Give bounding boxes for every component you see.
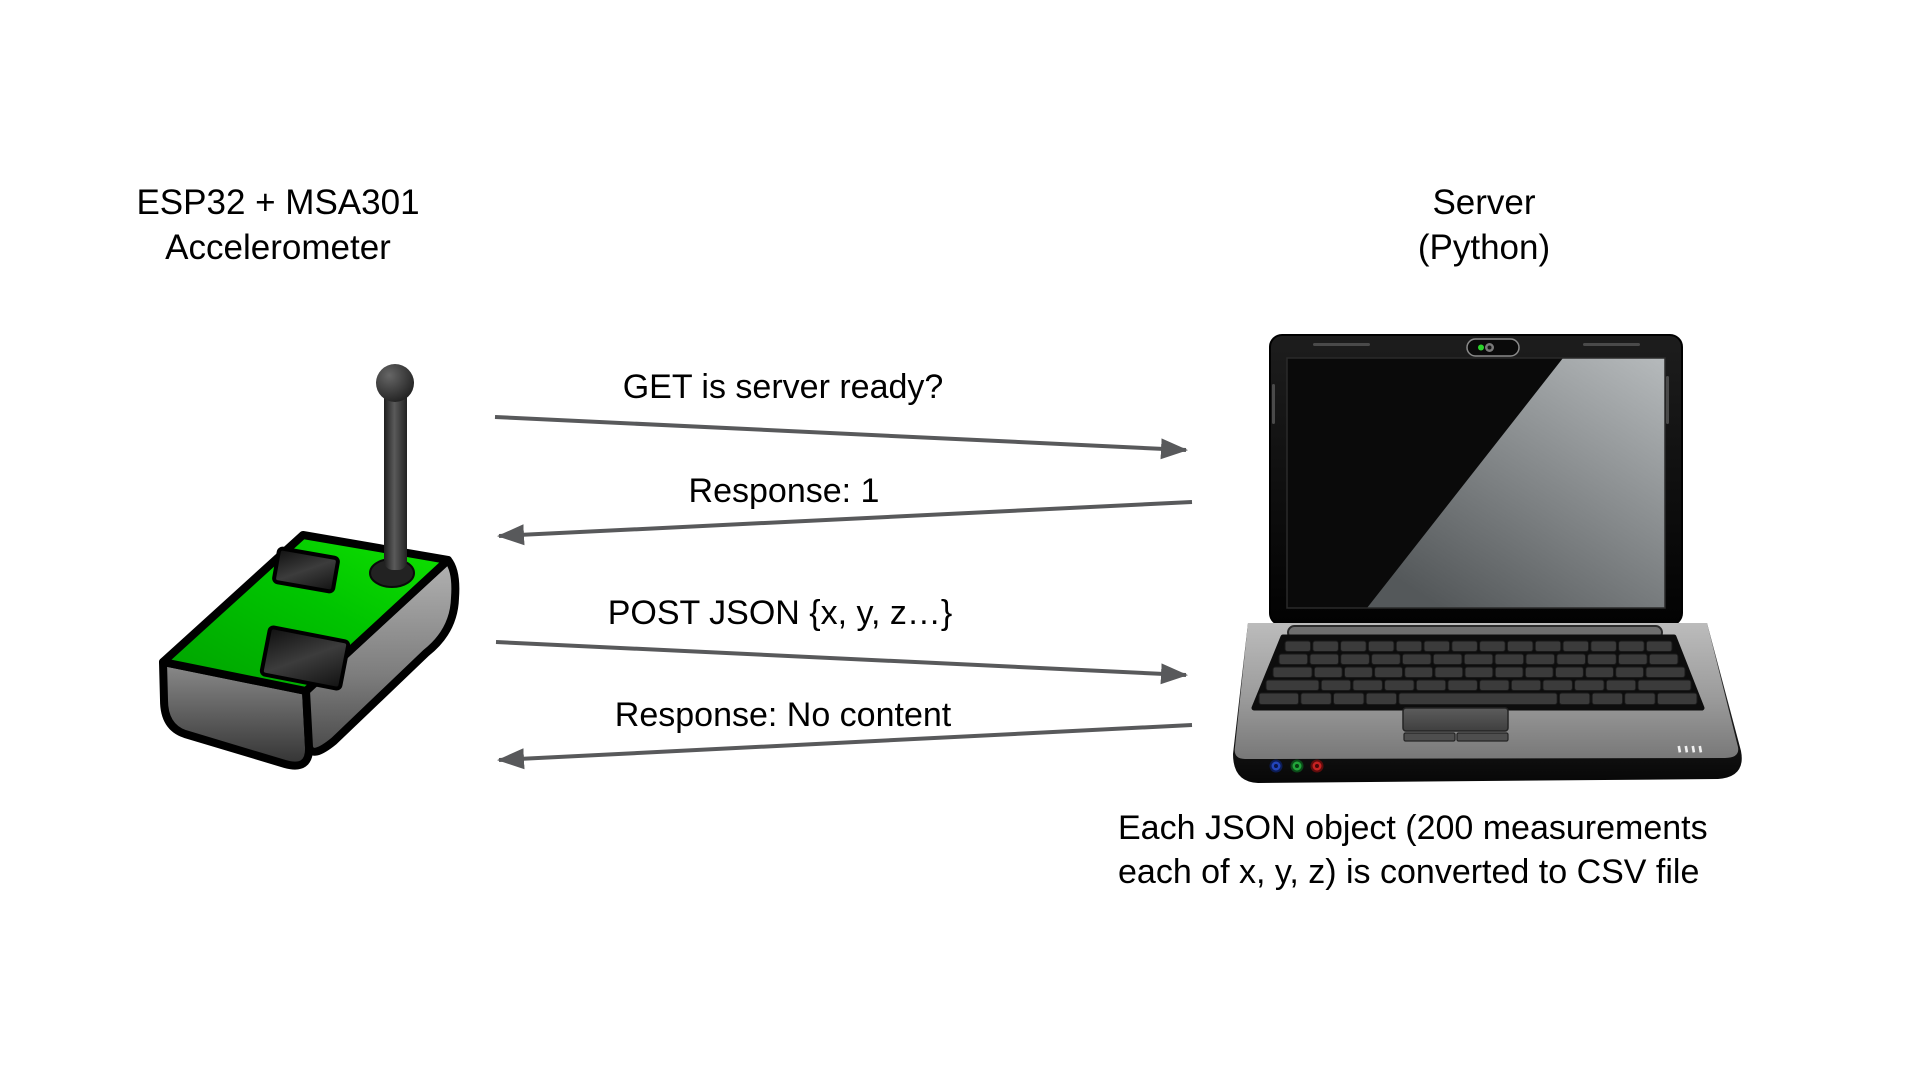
screen-gloss [1367, 358, 1665, 608]
bezel-slit-left [1272, 384, 1275, 424]
message-label-post-json: POST JSON {x, y, z…} [607, 594, 953, 632]
bezel-vent-right [1583, 343, 1640, 346]
laptop-base [1233, 623, 1742, 783]
laptop-screen [1269, 334, 1683, 626]
port-blue-hole [1274, 764, 1278, 768]
port-red-hole [1315, 764, 1319, 768]
webcam-led [1478, 344, 1484, 351]
esp32-device-illustration [125, 340, 505, 800]
device-chip-small [272, 546, 340, 594]
trackpad [1402, 707, 1509, 742]
device-right-face [302, 556, 460, 756]
arrow-get-request [494, 415, 1188, 460]
device-title-line2: Accelerometer [165, 228, 391, 267]
antenna-ball [376, 364, 414, 402]
laptop-illustration [1228, 332, 1748, 792]
message-label-response-no-content: Response: No content [614, 696, 952, 734]
server-title-line1: Server [1432, 183, 1536, 222]
message-label-get: GET is server ready? [622, 368, 944, 406]
caption-line1: Each JSON object (200 measurements [1118, 809, 1708, 847]
antenna-icon [369, 364, 415, 588]
bezel-slit-right [1666, 376, 1669, 424]
server-title-line2: (Python) [1417, 228, 1551, 267]
front-ports [1269, 759, 1324, 773]
caption: Each JSON object (200 measurements each … [1118, 806, 1708, 894]
device-chip-large [259, 625, 351, 691]
webcam-lens-center [1487, 345, 1492, 350]
screen-edge [1286, 357, 1666, 609]
laptop-icon [1233, 334, 1742, 783]
keyboard-keys [1258, 640, 1698, 705]
trackpad-button-right [1456, 732, 1509, 742]
status-ticks [1677, 745, 1703, 753]
webcam-icon [1466, 338, 1520, 357]
antenna-rod [384, 384, 407, 570]
bezel-vent-left [1313, 343, 1370, 346]
esp32-device-icon [159, 364, 460, 770]
arrow-post-json [495, 640, 1188, 685]
device-title: ESP32 + MSA301 Accelerometer [136, 180, 419, 270]
port-green-hole [1295, 764, 1299, 768]
device-title-line1: ESP32 + MSA301 [136, 183, 420, 222]
trackpad-button-left [1403, 732, 1456, 742]
server-title: Server (Python) [1418, 180, 1550, 270]
message-label-response-1: Response: 1 [688, 472, 880, 510]
caption-line2: each of x, y, z) is converted to CSV fil… [1118, 853, 1700, 891]
